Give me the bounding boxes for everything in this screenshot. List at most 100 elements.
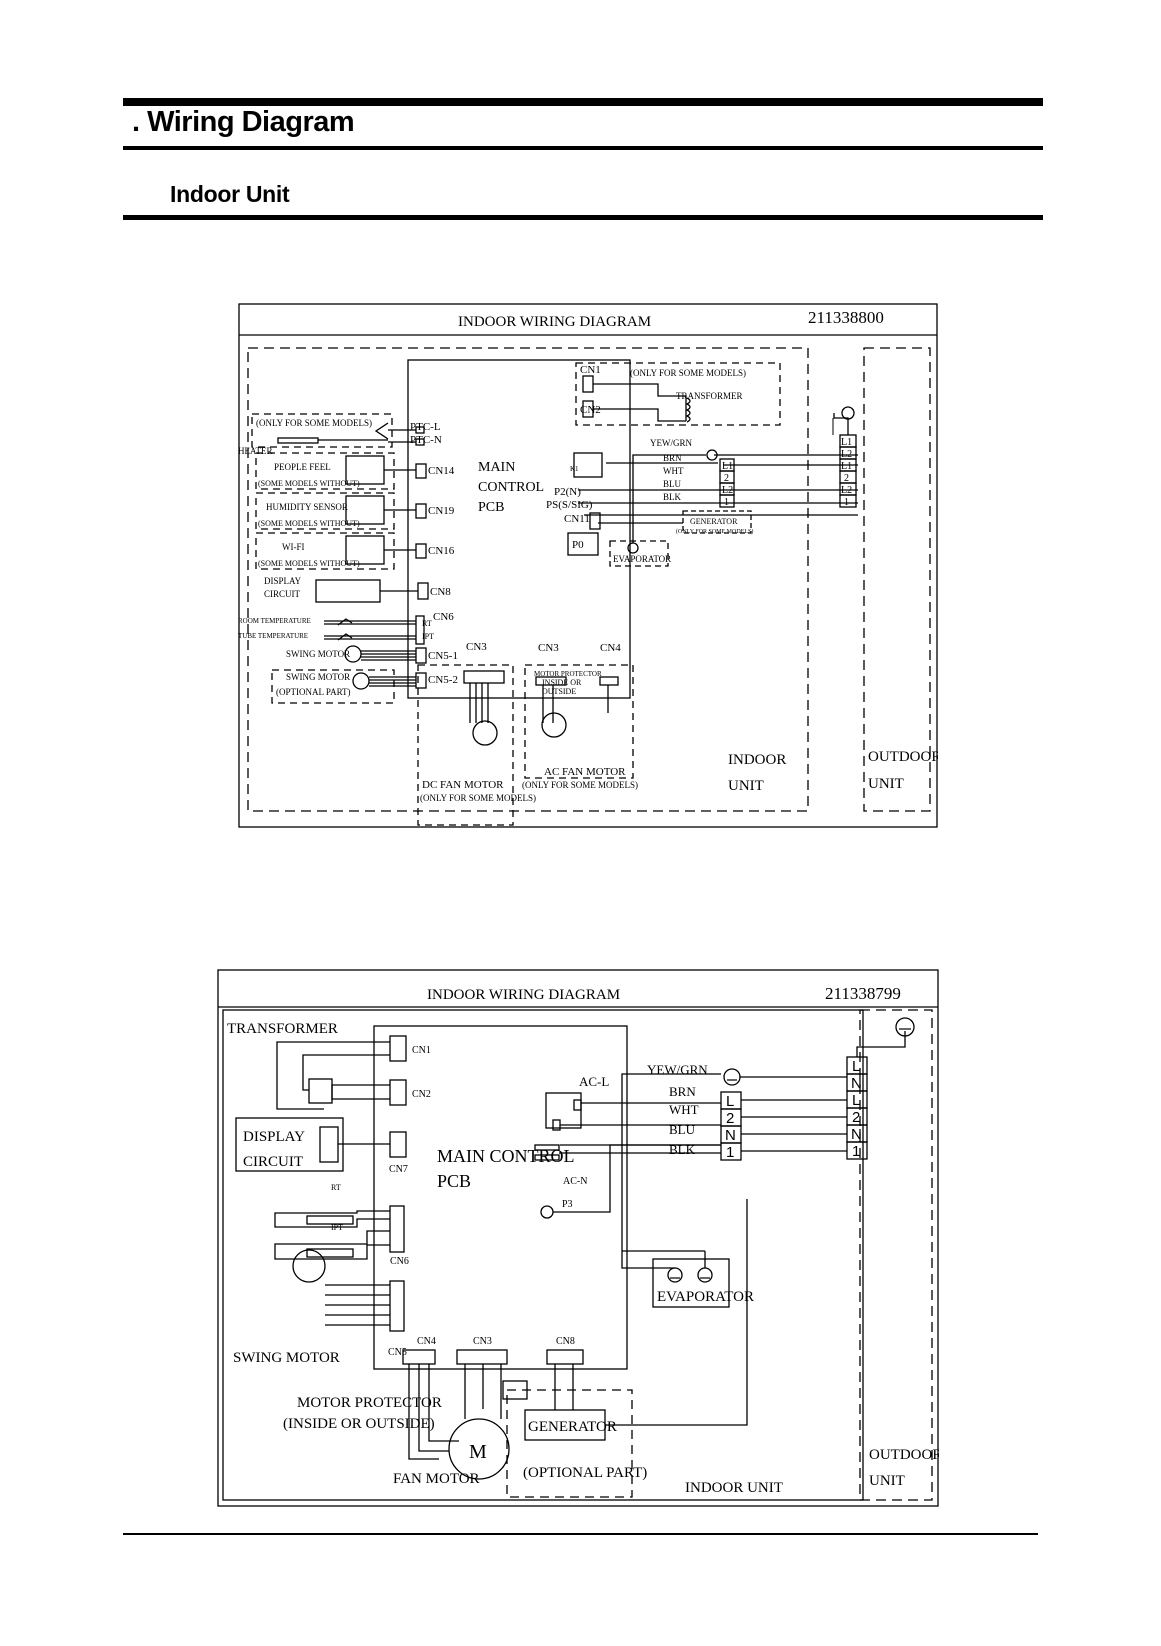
wire-blk: BLK [663,492,682,502]
wifi-note: (SOME MODELS WITHOUT) [258,559,360,568]
wire-wht: WHT [663,466,684,476]
transformer-label: TRANSFORMER [676,391,743,401]
transformer-label: TRANSFORMER [227,1021,338,1037]
header-rule-middle [123,146,1043,150]
outdoor-label: OUTDOOR [869,1447,939,1463]
outdoor-unit-label: UNIT [869,1473,905,1489]
ac-fan-note: (ONLY FOR SOME MODELS) [522,780,638,790]
cn4-label: CN4 [600,642,621,654]
outdoor-terminal-1: 1 [852,1143,860,1160]
dc-fan-motor-label: DC FAN MOTOR [422,779,504,791]
indoor-terminal-1: 1 [726,1144,734,1161]
outdoor-unit-boundary [859,1009,933,1501]
cn14-label: CN14 [428,465,455,477]
outdoor-terminal-l2b: L2 [841,485,852,496]
cn1-label: CN1 [412,1045,431,1056]
inside-or-label: INSIDE OR [542,678,582,687]
motor-protector-label: MOTOR PROTECTOR [297,1395,442,1411]
cn6-label: CN6 [390,1256,409,1267]
evaporator-label: EVAPORATOR [657,1289,754,1305]
outdoor-terminal-2: 2 [852,1109,860,1126]
cn4-label: CN4 [417,1336,436,1347]
ipt-label: IPT [422,632,434,641]
people-feel-note: (SOME MODELS WITHOUT) [258,479,360,488]
wire-blu: BLU [669,1122,696,1137]
indoor-terminal-l2: L2 [722,485,733,496]
cn19-label: CN19 [428,505,455,517]
pcb-control-label: CONTROL [478,480,544,495]
p2-label: P2(N) [554,486,581,498]
outdoor-terminal-l2: L2 [841,449,852,460]
cn1-label: CN1 [580,364,601,376]
cn3-ac-label: CN3 [538,642,559,654]
cn2-label: CN2 [580,404,601,416]
cn8-label: CN8 [430,586,451,598]
k1-label: K1 [570,465,579,473]
fan-motor-symbol [448,1418,510,1480]
indoor-unit-label: INDOOR UNIT [685,1480,783,1496]
outdoor-terminal-l: L [852,1058,860,1075]
swing-motor-label: SWING MOTOR [286,649,350,659]
indoor-unit-boundary [222,1009,864,1501]
heater-label: HEATER [238,446,273,456]
diagram-frame [217,969,939,1507]
diagram2-title: INDOOR WIRING DIAGRAM [427,987,620,1003]
transformer-note: (ONLY FOR SOME MODELS) [630,368,746,378]
outdoor-label: OUTDOOR [868,749,938,765]
cn8-label: CN8 [556,1336,575,1347]
ipt-label: IPT [331,1223,343,1232]
humidity-note: (SOME MODELS WITHOUT) [258,519,360,528]
indoor-terminal-1: 1 [724,497,729,508]
ps-label: PS(S/SIG) [546,499,593,511]
ptc-l-label: PTC-L [410,421,441,433]
ac-n-label: AC-N [563,1176,587,1187]
outdoor-unit-label: UNIT [868,776,904,792]
rt-label: RT [331,1183,341,1192]
swing-motor-label: SWING MOTOR [233,1350,340,1366]
people-feel-label: PEOPLE FEEL [274,462,331,472]
main-pcb-box [407,359,631,699]
subsection-title: Indoor Unit [170,181,290,207]
indoor-terminal-l1: L1 [722,461,733,472]
wire-brn: BRN [669,1084,696,1099]
diagram-frame [238,303,938,828]
display-label: DISPLAY [264,576,302,586]
motor-protector-label: MOTOR PROTECTOR [534,670,602,678]
wire-blu: BLU [663,479,682,489]
header-rule-top [123,98,1043,106]
outdoor-terminal-n2: N [851,1126,862,1143]
indoor-terminal-2: 2 [726,1110,734,1127]
swing-motor-2-label: SWING MOTOR [286,672,350,682]
wire-yew-grn: YEW/GRN [647,1062,708,1077]
pcb-label: PCB [478,500,504,515]
indoor-label: INDOOR [728,752,786,768]
dc-fan-note: (ONLY FOR SOME MODELS) [420,793,536,803]
diagram1-title: INDOOR WIRING DIAGRAM [458,314,651,330]
cn7-label: CN7 [389,1164,408,1175]
diagram2-number: 211338799 [825,984,901,1003]
rt-label: RT [422,619,432,628]
circuit-label: CIRCUIT [243,1154,303,1170]
heater-note: (ONLY FOR SOME MODELS) [256,418,372,428]
optional-part-label: (OPTIONAL PART) [523,1465,647,1481]
wire-wht: WHT [669,1102,699,1117]
outdoor-terminal-n: N [851,1075,862,1092]
transformer-coil-icon [685,397,691,423]
fan-motor-m-label: M [469,1441,487,1463]
display-label: DISPLAY [243,1129,305,1145]
ac-l-label: AC-L [579,1074,609,1089]
cn11-label: CN11 [564,513,590,525]
outdoor-terminal-1: 1 [844,497,849,508]
wifi-label: WI-FI [282,542,305,552]
humidity-sensor-label: HUMIDITY SENSOR [266,502,348,512]
indoor-terminal-l: L [726,1093,734,1110]
cn3-dc-label: CN3 [466,641,487,653]
indoor-terminal-n: N [725,1127,736,1144]
header-rule-bottom [123,215,1043,220]
wiring-diagram-211338799: INDOOR WIRING DIAGRAM 211338799 TRANSFOR… [217,969,939,1507]
section-title: . Wiring Diagram [132,106,355,138]
wire-brn: BRN [663,453,682,463]
cn6-label: CN6 [433,611,454,623]
indoor-unit-label: UNIT [728,778,764,794]
wire-blk: BLK [669,1142,696,1157]
